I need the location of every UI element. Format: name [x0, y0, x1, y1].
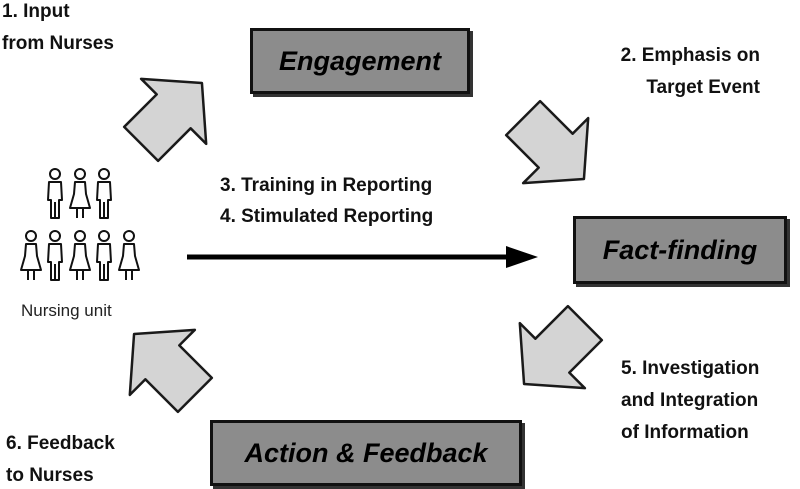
step-input-label: 1. Input from Nurses — [2, 1, 114, 54]
arrow-input-icon — [107, 49, 236, 178]
step-investigation-label: 5. Investigation and Integration of Info… — [621, 358, 760, 443]
arrow-investigation-icon — [490, 289, 619, 418]
arrow-feedback-icon — [100, 300, 229, 429]
nursing-unit-label: Nursing unit — [21, 301, 112, 320]
engagement-box: Engagement — [250, 28, 470, 94]
step-training-label: 3. Training in Reporting — [220, 175, 433, 196]
arrow-emphasis-icon — [489, 84, 618, 213]
fact-finding-box: Fact-finding — [573, 216, 787, 284]
nursing-unit-people-icon — [20, 168, 140, 281]
action-feedback-box: Action & Feedback — [210, 420, 522, 486]
step-stimulated-label: 4. Stimulated Reporting — [220, 206, 434, 227]
main-arrow-icon — [187, 246, 538, 268]
step-feedback-label: 6. Feedback to Nurses — [6, 433, 115, 486]
step-emphasis-label: 2. Emphasis on Target Event — [620, 45, 760, 98]
